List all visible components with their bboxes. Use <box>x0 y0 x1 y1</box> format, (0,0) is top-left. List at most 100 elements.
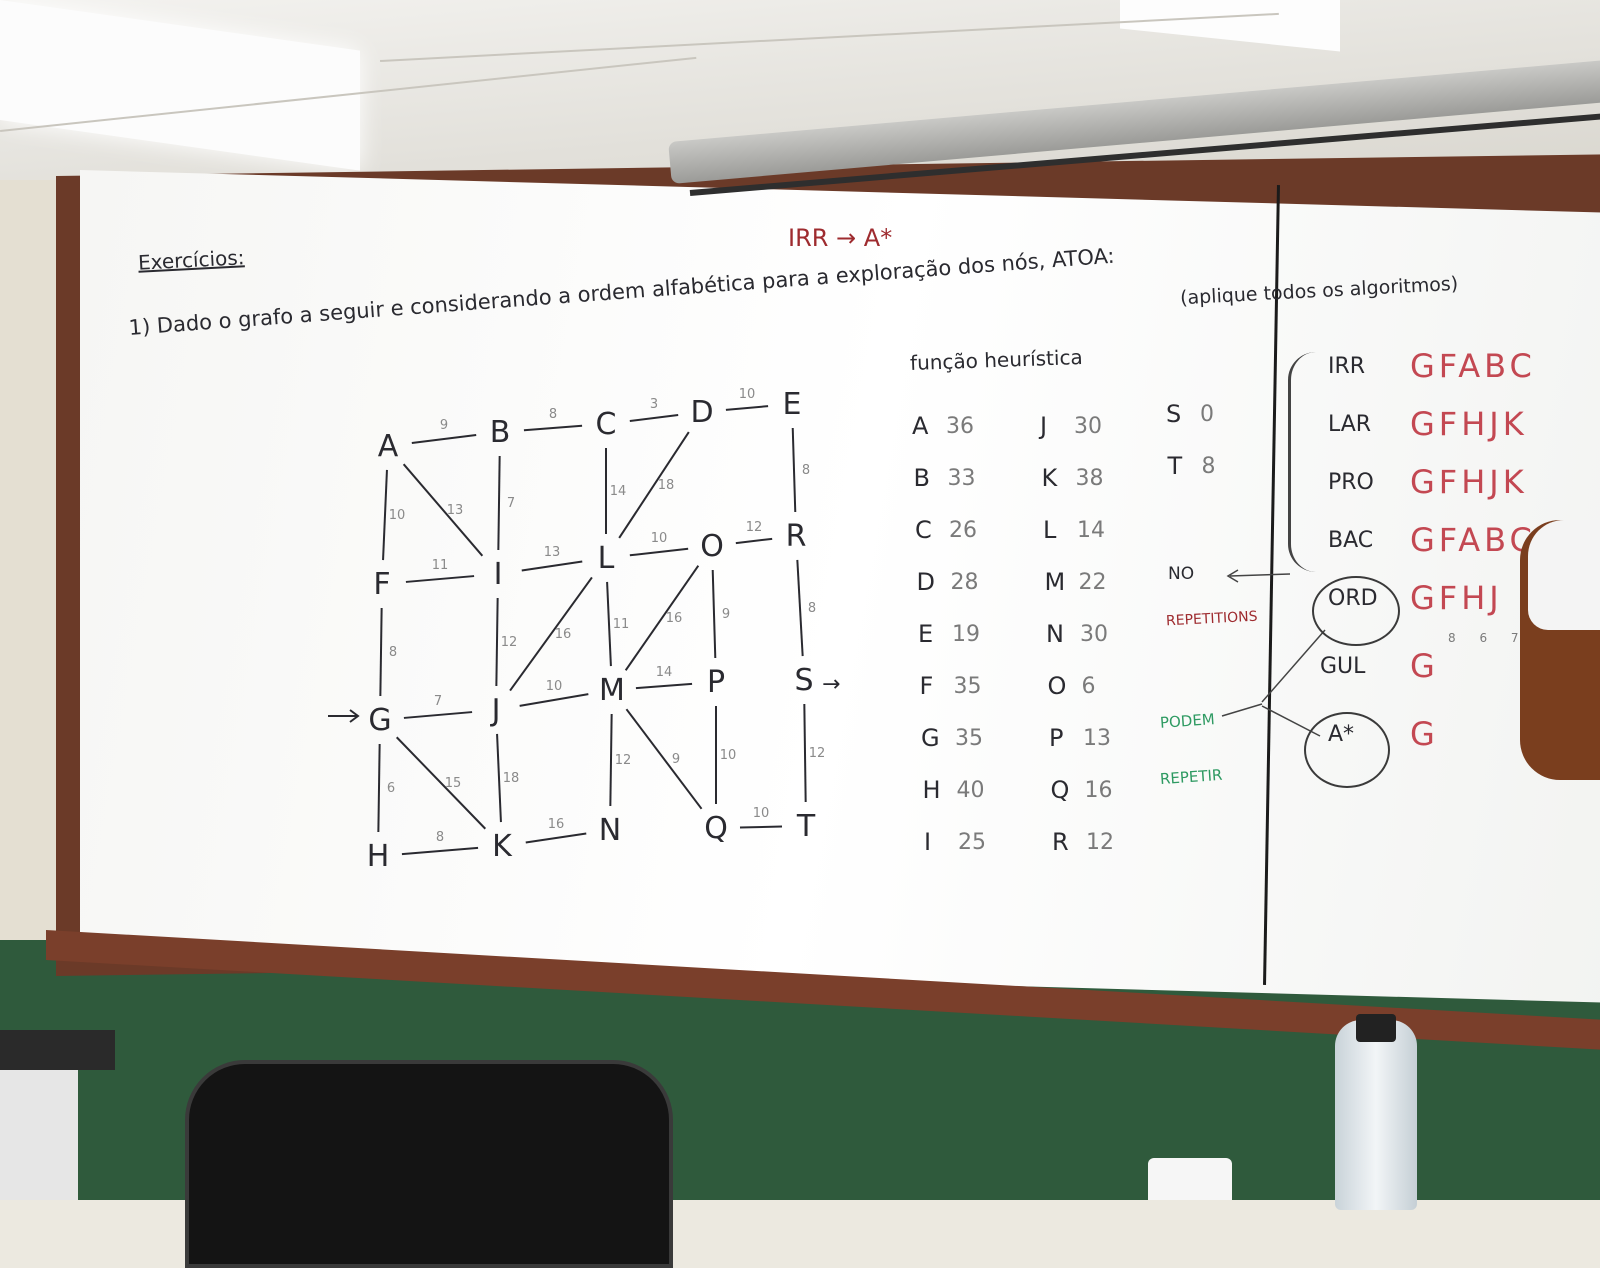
heuristic-value-F: 35 <box>953 674 982 699</box>
algorithm-sequence-1: GFHJK <box>1410 405 1528 443</box>
edge-weight-DL: 18 <box>658 478 675 493</box>
graph-edges <box>377 405 807 856</box>
edge-weight-AB: 9 <box>440 418 448 433</box>
start-arrow <box>328 709 360 723</box>
edge-weight-CD: 3 <box>650 397 658 412</box>
edge-weight-LJ: 16 <box>555 627 572 642</box>
algorithm-sequence-3: GFABC <box>1410 521 1536 559</box>
algorithm-sequence-0: GFABC <box>1410 347 1536 385</box>
heuristic-value-B: 33 <box>947 466 976 491</box>
heuristic-value-N: 30 <box>1080 622 1108 647</box>
node-M: M <box>599 673 625 708</box>
heuristic-node-G: G <box>921 724 940 752</box>
edge-IJ <box>495 597 499 687</box>
heuristic-value-D: 28 <box>950 570 979 595</box>
node-B: B <box>490 415 511 450</box>
heuristic-node-F: F <box>919 672 934 700</box>
edge-BI <box>497 455 501 551</box>
heuristic-value-T: 8 <box>1201 454 1216 479</box>
heuristic-value-L: 14 <box>1077 518 1105 543</box>
heuristic-value-S: 0 <box>1200 402 1214 427</box>
edge-weight-AF: 10 <box>389 508 406 523</box>
heuristic-node-K: K <box>1041 464 1058 492</box>
heuristic-node-E: E <box>918 620 934 648</box>
node-T: T <box>796 809 816 844</box>
heuristic-node-J: J <box>1040 412 1048 440</box>
algorithm-name-1: LAR <box>1328 412 1372 437</box>
edge-weight-ST: 12 <box>809 746 826 761</box>
node-S: S <box>794 663 813 698</box>
edge-weight-DE: 10 <box>739 387 756 402</box>
node-E: E <box>783 387 802 422</box>
edge-weight-BC: 8 <box>549 407 557 422</box>
ord-costs: 8 6 7 <box>1448 631 1529 645</box>
edge-OP <box>711 569 717 659</box>
edge-weight-OP: 9 <box>722 607 730 622</box>
node-P: P <box>707 665 725 700</box>
edge-ST <box>803 703 807 803</box>
node-F: F <box>373 567 390 602</box>
heuristic-node-B: B <box>913 464 930 492</box>
node-C: C <box>596 407 617 442</box>
heuristic-node-P: P <box>1049 724 1064 752</box>
heuristic-node-S: S <box>1166 400 1182 428</box>
node-L: L <box>598 541 615 576</box>
node-J: J <box>490 693 501 728</box>
edge-weight-IJ: 12 <box>501 635 518 650</box>
heuristic-value-K: 38 <box>1075 466 1104 491</box>
note-arrows <box>1221 569 1326 737</box>
edge-weight-BI: 7 <box>507 496 515 511</box>
heuristic-node-M: M <box>1044 568 1066 596</box>
heuristic-value-C: 26 <box>949 518 977 543</box>
algorithm-sequence-5: G <box>1410 647 1439 685</box>
edge-FG <box>379 607 383 697</box>
edge-weight-JK: 18 <box>503 771 520 786</box>
edge-weight-QT: 10 <box>753 806 770 821</box>
heuristic-value-E: 19 <box>952 622 980 647</box>
edge-AB <box>411 433 477 445</box>
node-D: D <box>690 395 713 430</box>
edge-weight-HK: 8 <box>436 830 444 845</box>
edge-LO <box>629 547 689 557</box>
edge-DE <box>725 405 769 411</box>
edge-GH <box>377 743 381 833</box>
edge-LM <box>606 581 612 667</box>
edge-weight-PQ: 10 <box>720 748 737 763</box>
edge-weight-OR: 12 <box>746 520 763 535</box>
edge-JM <box>519 693 589 707</box>
edge-KN <box>525 832 587 844</box>
heuristic-value-Q: 16 <box>1084 778 1113 803</box>
edge-weight-GK: 15 <box>445 776 462 791</box>
edge-weight-KN: 16 <box>548 817 565 832</box>
heuristic-node-Q: Q <box>1050 776 1070 804</box>
edge-weight-GH: 6 <box>387 781 395 796</box>
heuristic-node-H: H <box>922 776 941 804</box>
algorithm-brace <box>1288 352 1321 572</box>
heuristic-value-R: 12 <box>1086 830 1114 855</box>
heuristic-value-J: 30 <box>1074 414 1102 439</box>
edge-GK <box>395 736 487 830</box>
edge-weight-FG: 8 <box>389 645 397 660</box>
heuristic-node-N: N <box>1046 620 1064 648</box>
chair-back <box>185 1060 673 1268</box>
edge-weight-AI: 13 <box>447 503 464 518</box>
bottle-cap <box>1356 1014 1396 1042</box>
edge-MQ <box>625 708 703 810</box>
edge-AI <box>402 463 484 557</box>
astar-circle <box>1304 712 1390 788</box>
edge-weight-OM: 16 <box>666 611 683 626</box>
heuristic-node-D: D <box>916 568 935 596</box>
algorithm-name-0: IRR <box>1328 354 1366 379</box>
edge-MP <box>635 682 693 690</box>
person-sleeve <box>1528 520 1600 630</box>
heuristic-node-L: L <box>1043 516 1057 544</box>
heuristic-value-P: 13 <box>1083 726 1111 751</box>
water-bottle <box>1335 1020 1417 1210</box>
edge-weight-IL: 13 <box>544 545 561 560</box>
heuristic-value-A: 36 <box>946 414 974 439</box>
ord-circle <box>1312 576 1400 646</box>
edge-AF <box>382 469 388 561</box>
node-G: G <box>368 703 391 738</box>
goal-arrow: → <box>822 672 841 697</box>
